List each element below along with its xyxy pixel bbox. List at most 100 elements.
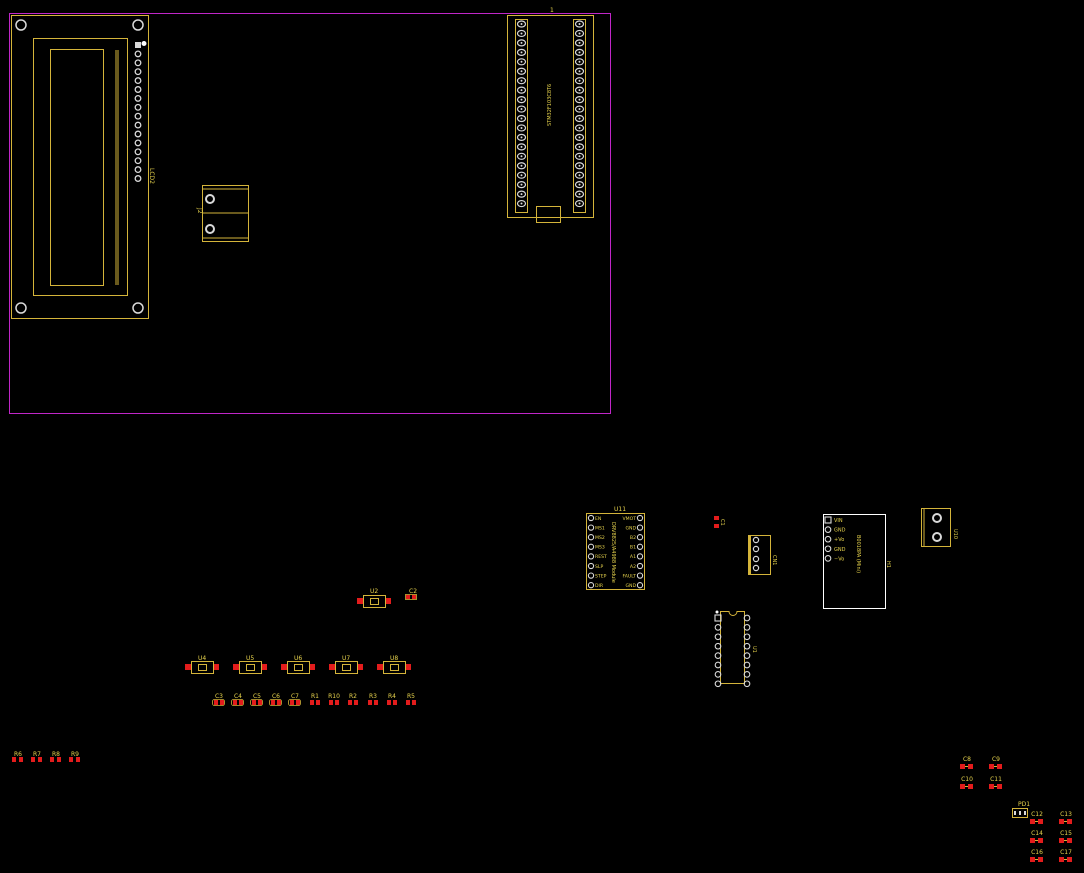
smd-capacitor[interactable]: C4 <box>231 693 244 706</box>
smd-resistor[interactable]: R9 <box>69 751 80 762</box>
smd-capacitor[interactable]: C15 <box>1059 830 1072 843</box>
u11-pin-label: REST <box>595 554 607 560</box>
smd-resistor[interactable]: R4 <box>387 693 397 705</box>
capacitor-designator: C14 <box>1031 830 1043 837</box>
passive-designator: R4 <box>388 693 396 700</box>
capacitor-designator: C17 <box>1060 849 1072 856</box>
u11-pin-label: A1 <box>630 554 636 560</box>
capacitor-designator: C15 <box>1060 830 1072 837</box>
tactile-switch[interactable]: U5 <box>233 655 267 674</box>
tactile-switch[interactable]: U4 <box>185 655 219 674</box>
u11-pin-label: B1 <box>630 545 636 551</box>
u1-designator: U1 <box>751 646 757 653</box>
passive-designator: R7 <box>33 751 41 758</box>
c2-capacitor[interactable]: C2 <box>405 588 418 600</box>
smd-capacitor[interactable]: C6 <box>269 693 282 706</box>
capacitor-designator: C11 <box>990 776 1002 783</box>
passive-designator: R10 <box>328 693 340 700</box>
smd-capacitor[interactable]: C9 <box>989 756 1002 769</box>
smd-resistor[interactable]: R6 <box>12 751 23 762</box>
passive-designator: C3 <box>215 693 223 700</box>
passive-designator: C4 <box>234 693 242 700</box>
pd1-component[interactable]: PD1 <box>1012 801 1031 818</box>
h1-pin-label: −Vo <box>834 556 844 562</box>
board-outline <box>9 13 611 414</box>
mounting-hole <box>132 19 144 31</box>
smd-capacitor[interactable]: C7 <box>288 693 301 706</box>
capacitor-designator: C16 <box>1031 849 1043 856</box>
smd-resistor[interactable]: R8 <box>50 751 61 762</box>
u11-pin-label: MS1 <box>595 525 605 531</box>
u1-dip-ic[interactable]: U1 <box>714 610 757 688</box>
u11-pin-label: GND <box>625 525 636 531</box>
c1-capacitor[interactable]: C1 <box>714 516 725 528</box>
passive-designator: R6 <box>14 751 22 758</box>
switch-designator: U7 <box>342 655 350 662</box>
capacitor-designator: C10 <box>961 776 973 783</box>
h1-pin-label: GND <box>834 547 846 553</box>
tactile-switch[interactable]: U8 <box>377 655 411 674</box>
switch-designator: U6 <box>294 655 302 662</box>
smd-capacitor[interactable]: C12 <box>1030 811 1043 824</box>
lcd-module[interactable]: LCD2 <box>11 15 156 319</box>
u11-pin-label: GND <box>625 583 636 589</box>
u11-pin-label: MS3 <box>595 545 605 551</box>
capacitor-designator: C13 <box>1060 811 1072 818</box>
smd-resistor[interactable]: R5 <box>406 693 416 705</box>
u11-pin-label: DIR <box>595 583 604 589</box>
smd-resistor[interactable]: R1 <box>310 693 320 705</box>
u11-driver-module[interactable]: U11 ENMS1MS2MS3RESTSLPSTEPDIRVMOTGNDB2B1… <box>586 506 645 590</box>
c1-designator: C1 <box>719 519 725 526</box>
u11-designator: U11 <box>614 506 626 513</box>
u11-pin-label: MS2 <box>595 535 605 541</box>
switch-designator: U8 <box>390 655 398 662</box>
j2-connector[interactable]: J2 <box>196 185 249 242</box>
smd-capacitor[interactable]: C13 <box>1059 811 1072 824</box>
lcd-designator: LCD2 <box>148 168 155 184</box>
smd-resistor[interactable]: R10 <box>328 693 340 705</box>
mounting-hole <box>15 19 27 31</box>
smd-resistor[interactable]: R2 <box>348 693 358 705</box>
switch-designator: U4 <box>198 655 206 662</box>
pd1-designator: PD1 <box>1018 801 1030 808</box>
smd-capacitor[interactable]: C5 <box>250 693 263 706</box>
smd-resistor[interactable]: R3 <box>368 693 378 705</box>
tactile-switch[interactable]: U6 <box>281 655 315 674</box>
h1-designator: H1 <box>885 561 891 568</box>
switch-designator: U5 <box>246 655 254 662</box>
u2-switch[interactable]: U2 <box>357 588 391 608</box>
cn1-designator: CN1 <box>771 555 777 565</box>
smd-resistor[interactable]: R7 <box>31 751 42 762</box>
smd-capacitor[interactable]: C11 <box>989 776 1002 789</box>
u11-pin-label: SLP <box>595 564 603 570</box>
smd-capacitor[interactable]: C3 <box>212 693 225 706</box>
c2-designator: C2 <box>409 588 417 595</box>
stm32-pin-headers <box>516 20 585 208</box>
board-top-marker: 1 <box>550 7 554 14</box>
resistor-group-left: R6 R7 R8 R9 <box>12 751 80 762</box>
passive-designator: C6 <box>272 693 280 700</box>
passive-designator: R1 <box>311 693 319 700</box>
tactile-switch[interactable]: U7 <box>329 655 363 674</box>
smd-capacitor[interactable]: C17 <box>1059 849 1072 862</box>
smd-capacitor[interactable]: C10 <box>960 776 973 789</box>
u10-connector[interactable]: U10 <box>921 508 959 547</box>
cn1-connector[interactable]: CN1 <box>748 535 778 575</box>
u11-pin-label: EN <box>595 516 601 522</box>
smd-capacitor[interactable]: C8 <box>960 756 973 769</box>
u11-pin-label: B2 <box>630 535 636 541</box>
smd-capacitor[interactable]: C16 <box>1030 849 1043 862</box>
capacitor-designator: C12 <box>1031 811 1043 818</box>
passive-designator: C5 <box>253 693 261 700</box>
u1-pins <box>714 610 751 688</box>
smd-capacitor[interactable]: C14 <box>1030 830 1043 843</box>
passive-designator: R3 <box>369 693 377 700</box>
u11-pin-label: FAULT <box>623 573 637 579</box>
switch-row: U4 U5 U6 U7 U8 <box>185 655 411 674</box>
stm32-module[interactable]: STM32F103C8T6 <box>507 15 594 223</box>
mounting-hole <box>15 302 27 314</box>
